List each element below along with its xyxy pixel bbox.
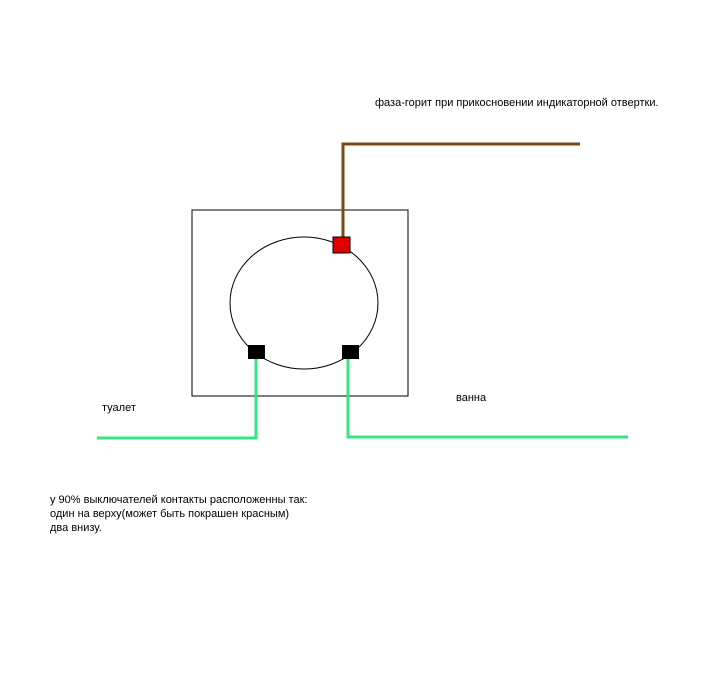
bath-label: ванна: [456, 392, 487, 404]
phase-contact: [332, 236, 351, 254]
bath-contact: [342, 345, 359, 359]
switch-contact-ring: [229, 236, 379, 370]
toilet-contact: [248, 345, 265, 359]
bath-wire: [346, 356, 628, 439]
phase-wire: [341, 142, 580, 242]
phase-label: фаза-горит при прикосновении индикаторно…: [375, 97, 659, 109]
toilet-wire: [97, 356, 258, 440]
toilet-label: туалет: [102, 402, 136, 414]
note-line-3: два внизу.: [50, 522, 102, 534]
note-line-2: один на верху(может быть покрашен красны…: [50, 508, 290, 520]
switch-plate: [191, 209, 409, 397]
note-line-1: у 90% выключателей контакты расположенны…: [50, 494, 308, 506]
